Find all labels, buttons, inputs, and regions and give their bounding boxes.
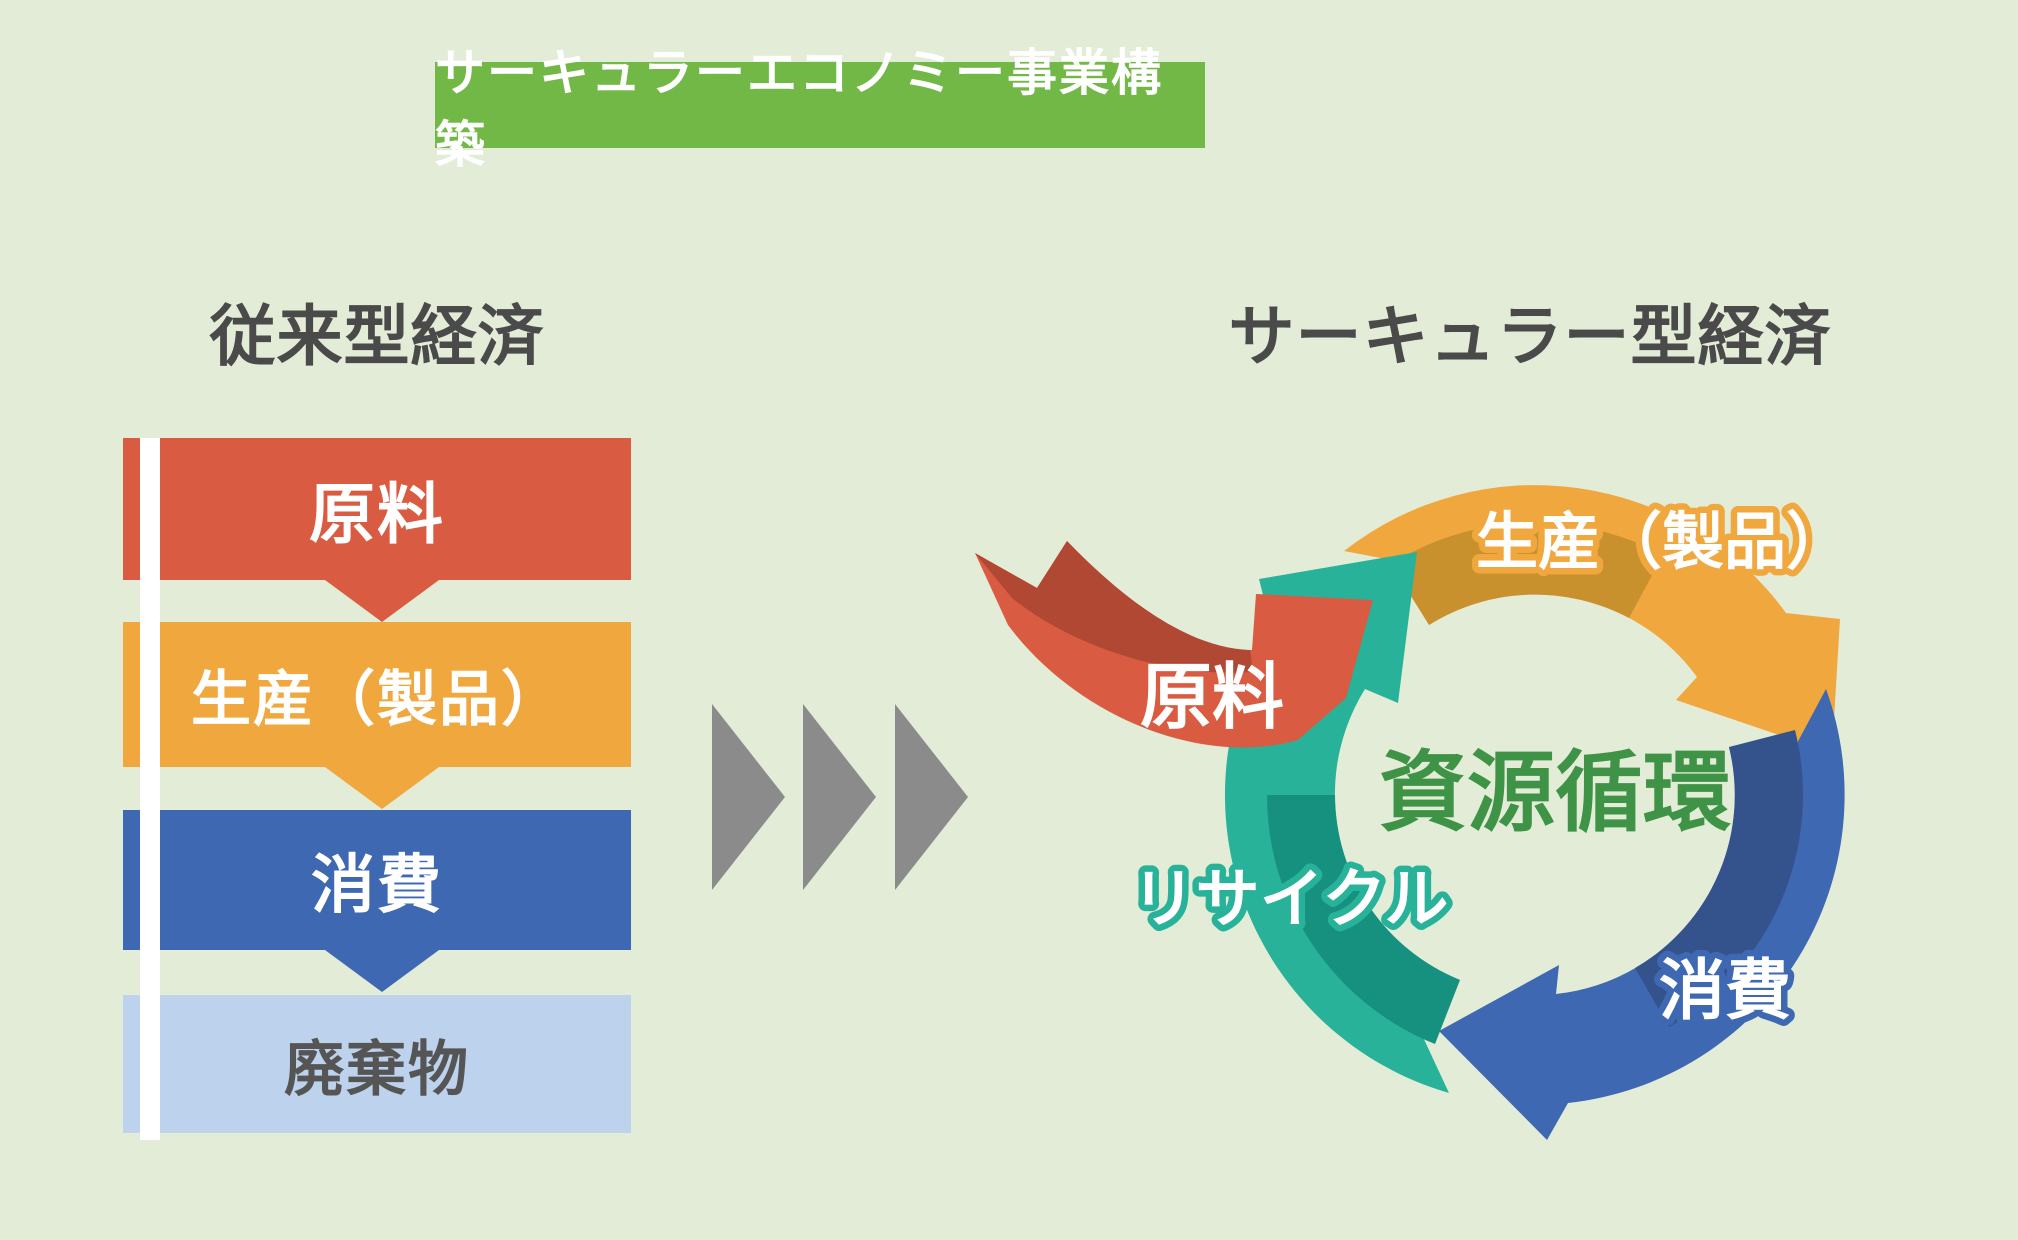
down-arrow-icon (325, 767, 439, 809)
circular-economy-heading: サーキュラー型経済 (1228, 299, 1832, 373)
down-arrow-icon (325, 580, 439, 622)
linear-step-raw-material: 原料 (123, 438, 631, 580)
linear-step-waste: 廃棄物 (123, 995, 631, 1133)
consumption-arc-shadow (1635, 730, 1803, 1027)
raw-material-arrow-shadow (975, 541, 1253, 673)
production-label: 生産（製品） (1476, 507, 1848, 577)
transition-arrow-icon (803, 704, 876, 890)
recycle-arc-shadow (1266, 795, 1460, 1044)
production-arc-shadow (1391, 522, 1663, 625)
accent-stripe (140, 438, 160, 1140)
linear-step-production: 生産（製品） (123, 622, 631, 767)
linear-economy-heading: 従来型経済 (209, 299, 545, 373)
transition-arrow-icon (895, 704, 968, 890)
raw-material-label: 原料 (1140, 658, 1284, 738)
recycle-label: リサイクル (1132, 863, 1449, 935)
down-arrow-icon (325, 950, 439, 992)
resource-circulation-label: 資源循環 (1379, 743, 1731, 842)
consumption-label: 消費 (1659, 953, 1791, 1027)
linear-step-consumption: 消費 (123, 810, 631, 950)
transition-arrow-icon (712, 704, 785, 890)
